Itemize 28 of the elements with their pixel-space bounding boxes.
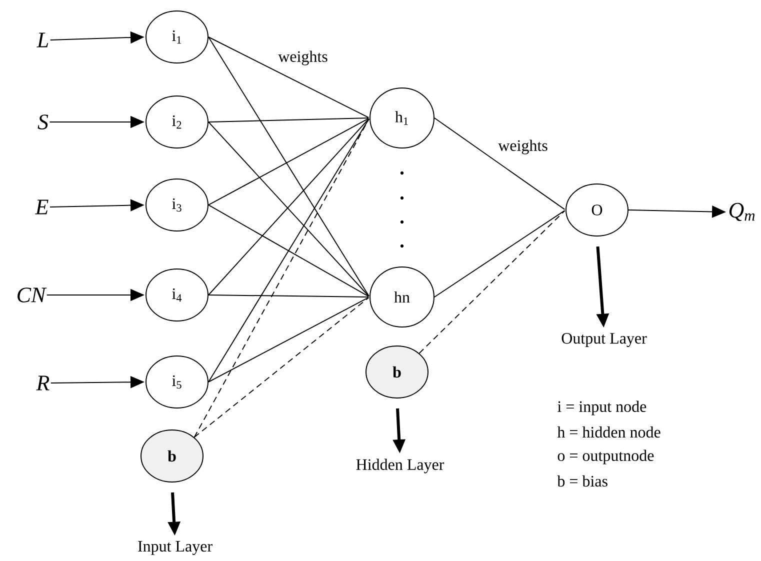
weights-label: weights: [497, 138, 549, 156]
connection-line: [434, 210, 566, 298]
layer-label: Output Layer: [562, 332, 647, 348]
connection-line: [208, 118, 370, 382]
legend-text: h = hidden node: [556, 425, 662, 439]
connection-line: [208, 36, 370, 118]
legend-text: i = input node: [556, 400, 648, 416]
variable-label: E: [35, 200, 48, 214]
connection-line: [208, 294, 369, 298]
weights-label: weights: [277, 50, 329, 66]
layer-label: Hidden Layer: [356, 458, 444, 474]
variable-label: CN: [18, 288, 47, 302]
connection-line: [208, 296, 370, 382]
connection-line: [208, 36, 370, 297]
connection-line: [208, 204, 370, 297]
variable-label: L: [36, 32, 48, 48]
connection-line: [194, 118, 370, 438]
variable-label: S: [38, 114, 48, 130]
connection-line: [434, 118, 566, 210]
connection-line: [208, 118, 370, 206]
layer-label: Input Layer: [138, 541, 212, 555]
connection-line: [418, 210, 566, 354]
legend-text: o = outputnode: [556, 448, 656, 466]
connection-line: [208, 118, 369, 122]
variable-label: R: [36, 376, 50, 390]
connection-line: [194, 297, 370, 438]
variable-label: Q$_{m}$: [729, 202, 755, 222]
legend-text: b = bias: [556, 474, 609, 488]
